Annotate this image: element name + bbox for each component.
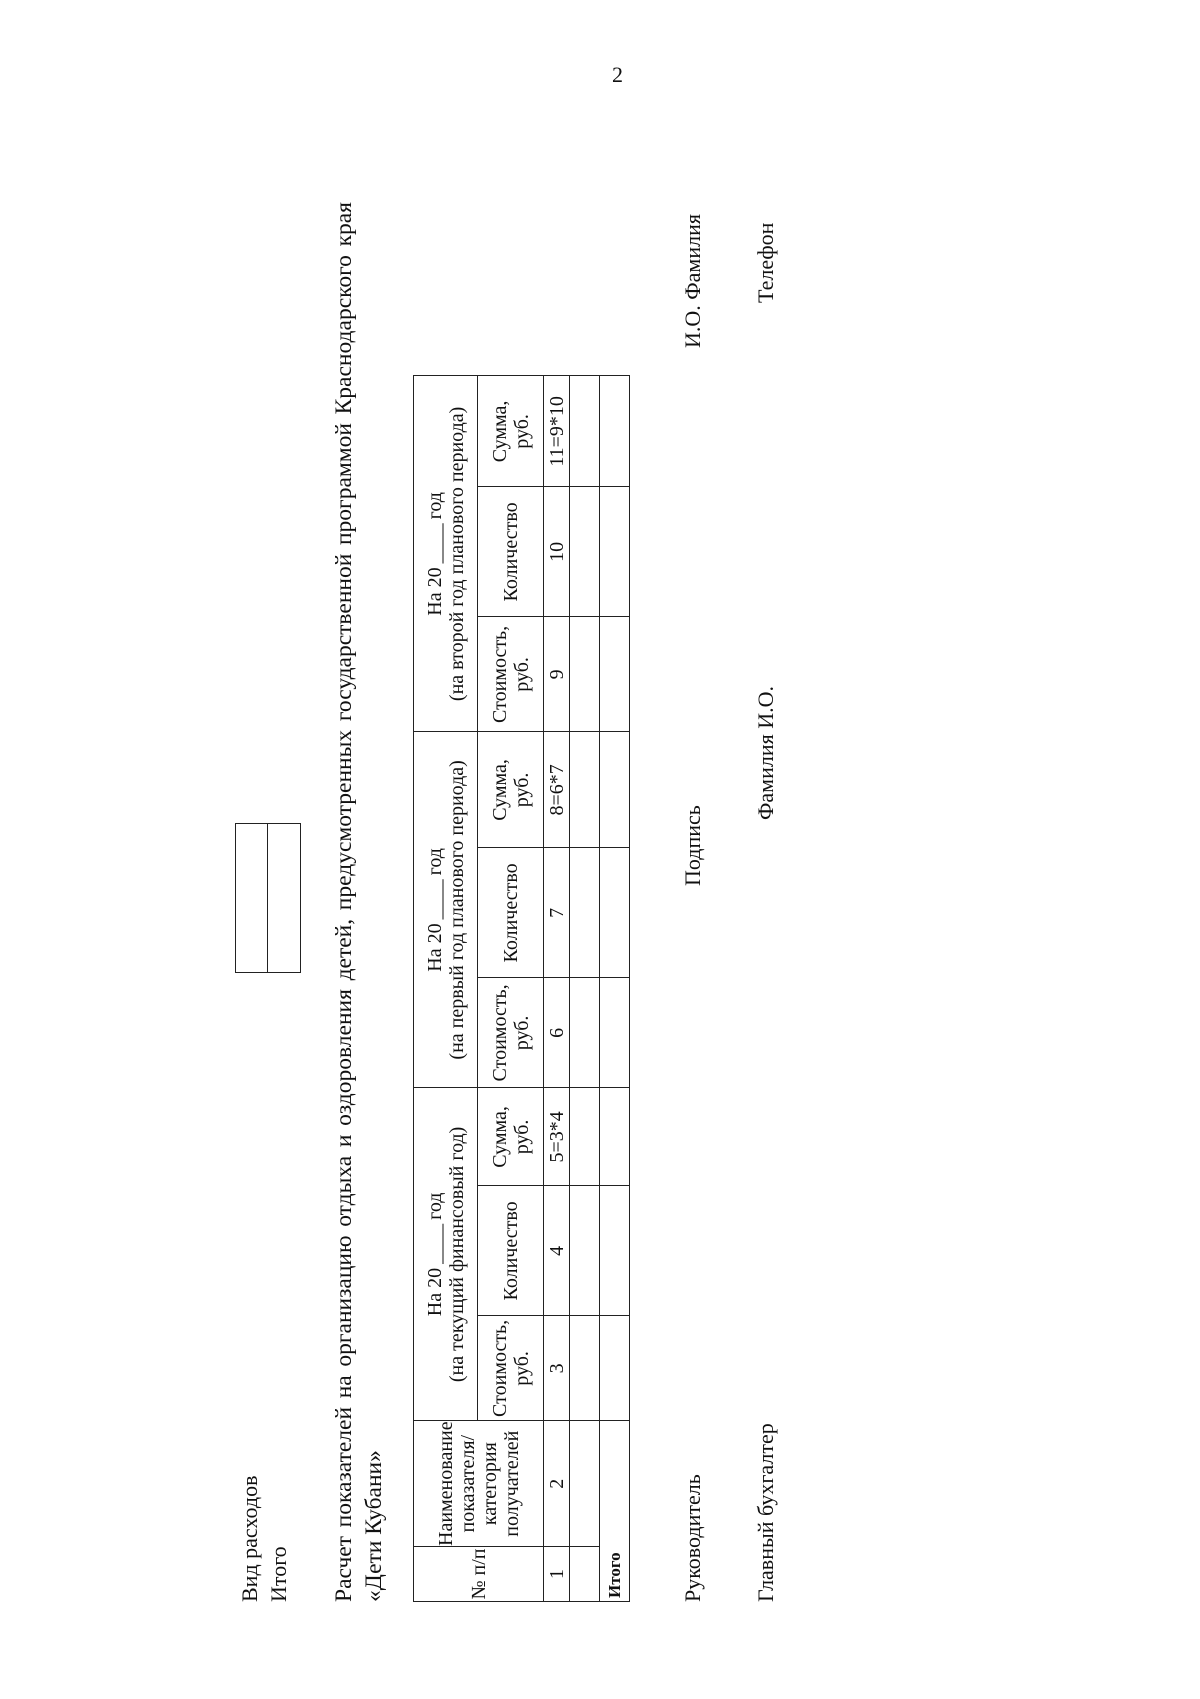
phone-label: Телефон (753, 222, 778, 303)
numbering-cell: 4 (543, 1185, 570, 1316)
numbering-cell: 10 (543, 486, 570, 617)
year-suffix: год (423, 848, 446, 876)
head-label: Руководитель (680, 1474, 705, 1602)
sub-col-qty: Количество (477, 486, 544, 617)
table-row (569, 375, 600, 1602)
signature-label: Подпись (680, 805, 705, 886)
year-suffix: год (423, 492, 446, 520)
empty-cell (599, 616, 630, 732)
year-prefix: На 20 (423, 567, 446, 616)
numbering-cell: 8=6*7 (543, 731, 570, 848)
empty-cell (569, 1546, 600, 1602)
sub-col-cost: Стоимость,руб. (477, 616, 544, 732)
period-subtitle: (на второй год планового периода) (445, 406, 468, 702)
empty-cell (599, 1087, 630, 1186)
col-name-line: Наименование (434, 1421, 457, 1546)
empty-cell (569, 847, 600, 978)
period-subtitle: (на текущий финансовый год) (445, 1126, 468, 1383)
period-header-first-plan: На 20____год (на первый год планового пе… (413, 731, 478, 1088)
sub-col-sum: Сумма,руб. (477, 731, 544, 848)
itogo-header-label: Итого (266, 1546, 291, 1602)
numbering-cell: 5=3*4 (543, 1087, 570, 1186)
expense-type-label: Вид расходов (237, 1475, 262, 1603)
empty-cell (569, 731, 600, 848)
empty-cell (569, 375, 600, 487)
empty-cell (599, 1315, 630, 1421)
year-prefix: На 20 (423, 1267, 446, 1317)
numbering-cell: 11=9*10 (543, 375, 570, 487)
sub-col-sum: Сумма,руб. (477, 1087, 544, 1186)
numbering-cell: 7 (543, 847, 570, 978)
empty-cell (599, 375, 630, 487)
numbering-cell: 3 (543, 1315, 570, 1421)
empty-cell (569, 486, 600, 617)
sub-col-cost: Стоимость,руб. (477, 1315, 544, 1421)
period-subtitle: (на первый год планового периода) (445, 760, 468, 1060)
total-label: Итого (599, 1420, 630, 1602)
col-name-line: получателей (500, 1430, 523, 1537)
empty-cell (569, 1420, 600, 1547)
col-header-name: Наименование показателя/ категория получ… (413, 1420, 544, 1547)
empty-cell (599, 731, 630, 848)
page-number: 2 (612, 62, 623, 87)
empty-cell (569, 616, 600, 732)
empty-cell (569, 1315, 600, 1421)
empty-cell (599, 977, 630, 1088)
indicators-table: № п/п Наименование показателя/ категория… (413, 375, 630, 1602)
sub-col-sum: Сумма,руб. (477, 375, 544, 487)
empty-cell (599, 847, 630, 978)
document-title: Расчет показателей на организацию отдыха… (331, 202, 387, 1602)
code-box (235, 823, 301, 973)
year-prefix: На 20 (423, 923, 446, 972)
accountant-label: Главный бухгалтер (753, 1423, 778, 1602)
total-row: Итого (599, 375, 630, 1602)
col-name-line: показателя/ (456, 1434, 479, 1533)
numbering-cell: 9 (543, 616, 570, 732)
numbering-cell: 2 (543, 1420, 570, 1547)
empty-cell (569, 1185, 600, 1316)
empty-cell (599, 486, 630, 617)
year-suffix: год (423, 1192, 446, 1220)
numbering-cell: 6 (543, 977, 570, 1088)
accountant-name: Фамилия И.О. (753, 686, 778, 820)
col-header-num: № п/п (413, 1546, 544, 1602)
period-header-current: На 20____год (на текущий финансовый год) (413, 1087, 478, 1421)
empty-cell (569, 1087, 600, 1186)
empty-cell (569, 977, 600, 1088)
numbering-row: 1 2 3 4 5=3*4 6 7 8=6*7 9 10 11=9*10 (543, 375, 570, 1602)
rotated-page-content: Вид расходов Итого Расчет показателей на… (235, 202, 1135, 1628)
sub-col-cost: Стоимость,руб. (477, 977, 544, 1088)
numbering-cell: 1 (543, 1546, 570, 1602)
sub-col-qty: Количество (477, 847, 544, 978)
head-name: И.О. Фамилия (680, 214, 705, 348)
col-name-line: категория (478, 1442, 501, 1526)
sub-col-qty: Количество (477, 1185, 544, 1316)
expense-type-block: Вид расходов Итого (235, 1476, 293, 1603)
period-header-second-plan: На 20____год (на второй год планового пе… (413, 375, 478, 732)
empty-cell (599, 1185, 630, 1316)
